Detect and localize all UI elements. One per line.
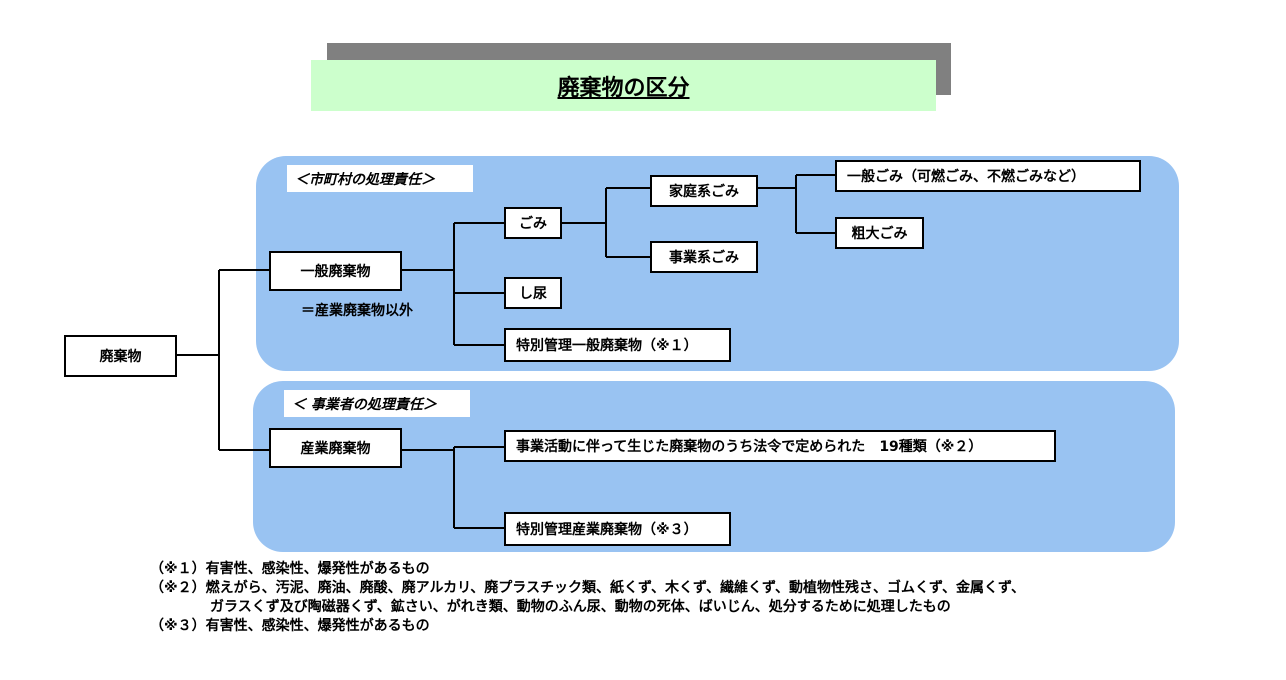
node-special-industrial-waste: 特別管理産業廃棄物（※３） <box>504 512 731 546</box>
footnote-3: （※３）有害性、感染性、爆発性があるもの <box>150 617 430 636</box>
node-household-waste: 家庭系ごみ <box>650 175 758 207</box>
footnote-3-mark: （※３） <box>150 618 206 634</box>
footnote-2: （※２）燃えがら、汚泥、廃油、廃酸、廃アルカリ、廃プラスチック類、紙くず、木くず… <box>150 579 1025 598</box>
general-waste-note: ＝産業廃棄物以外 <box>301 303 413 319</box>
footnote-2-mark: （※２） <box>150 580 206 596</box>
node-bulky-waste: 粗大ごみ <box>835 217 924 249</box>
footnote-1: （※１）有害性、感染性、爆発性があるもの <box>150 560 430 579</box>
footnote-3-text: 有害性、感染性、爆発性があるもの <box>205 618 430 634</box>
node-special-general-waste: 特別管理一般廃棄物（※１） <box>504 328 731 362</box>
node-industrial-waste: 産業廃棄物 <box>269 428 402 468</box>
industrial-19-text: 事業活動に伴って生じた廃棄物のうち法令で定められた <box>516 439 866 455</box>
footnote-1-text: 有害性、感染性、爆発性があるもの <box>205 561 430 577</box>
footnote-1-mark: （※１） <box>150 561 206 577</box>
industrial-19-count: 19種類（※２） <box>879 439 983 455</box>
footnote-2-text-line1: 燃えがら、汚泥、廃油、廃酸、廃アルカリ、廃プラスチック類、紙くず、木くず、繊維く… <box>205 580 1026 596</box>
page-title: 廃棄物の区分 <box>311 60 936 111</box>
node-night-soil: し尿 <box>504 277 562 309</box>
business-responsibility-label: ＜ 事業者の処理責任＞ <box>284 390 470 417</box>
footnote-2-continuation: ガラスくず及び陶磁器くず、鉱さい、がれき類、動物のふん尿、動物の死体、ばいじん、… <box>210 599 951 615</box>
node-garbage: ごみ <box>504 207 562 239</box>
municipal-responsibility-label: ＜市町村の処理責任＞ <box>287 165 473 192</box>
node-general-waste: 一般廃棄物 <box>269 251 402 291</box>
node-business-waste: 事業系ごみ <box>650 241 758 273</box>
node-ordinary-waste: 一般ごみ（可燃ごみ、不燃ごみなど） <box>835 160 1141 192</box>
node-waste: 廃棄物 <box>64 335 177 377</box>
node-industrial-19-types: 事業活動に伴って生じた廃棄物のうち法令で定められた 19種類（※２） <box>504 430 1056 462</box>
